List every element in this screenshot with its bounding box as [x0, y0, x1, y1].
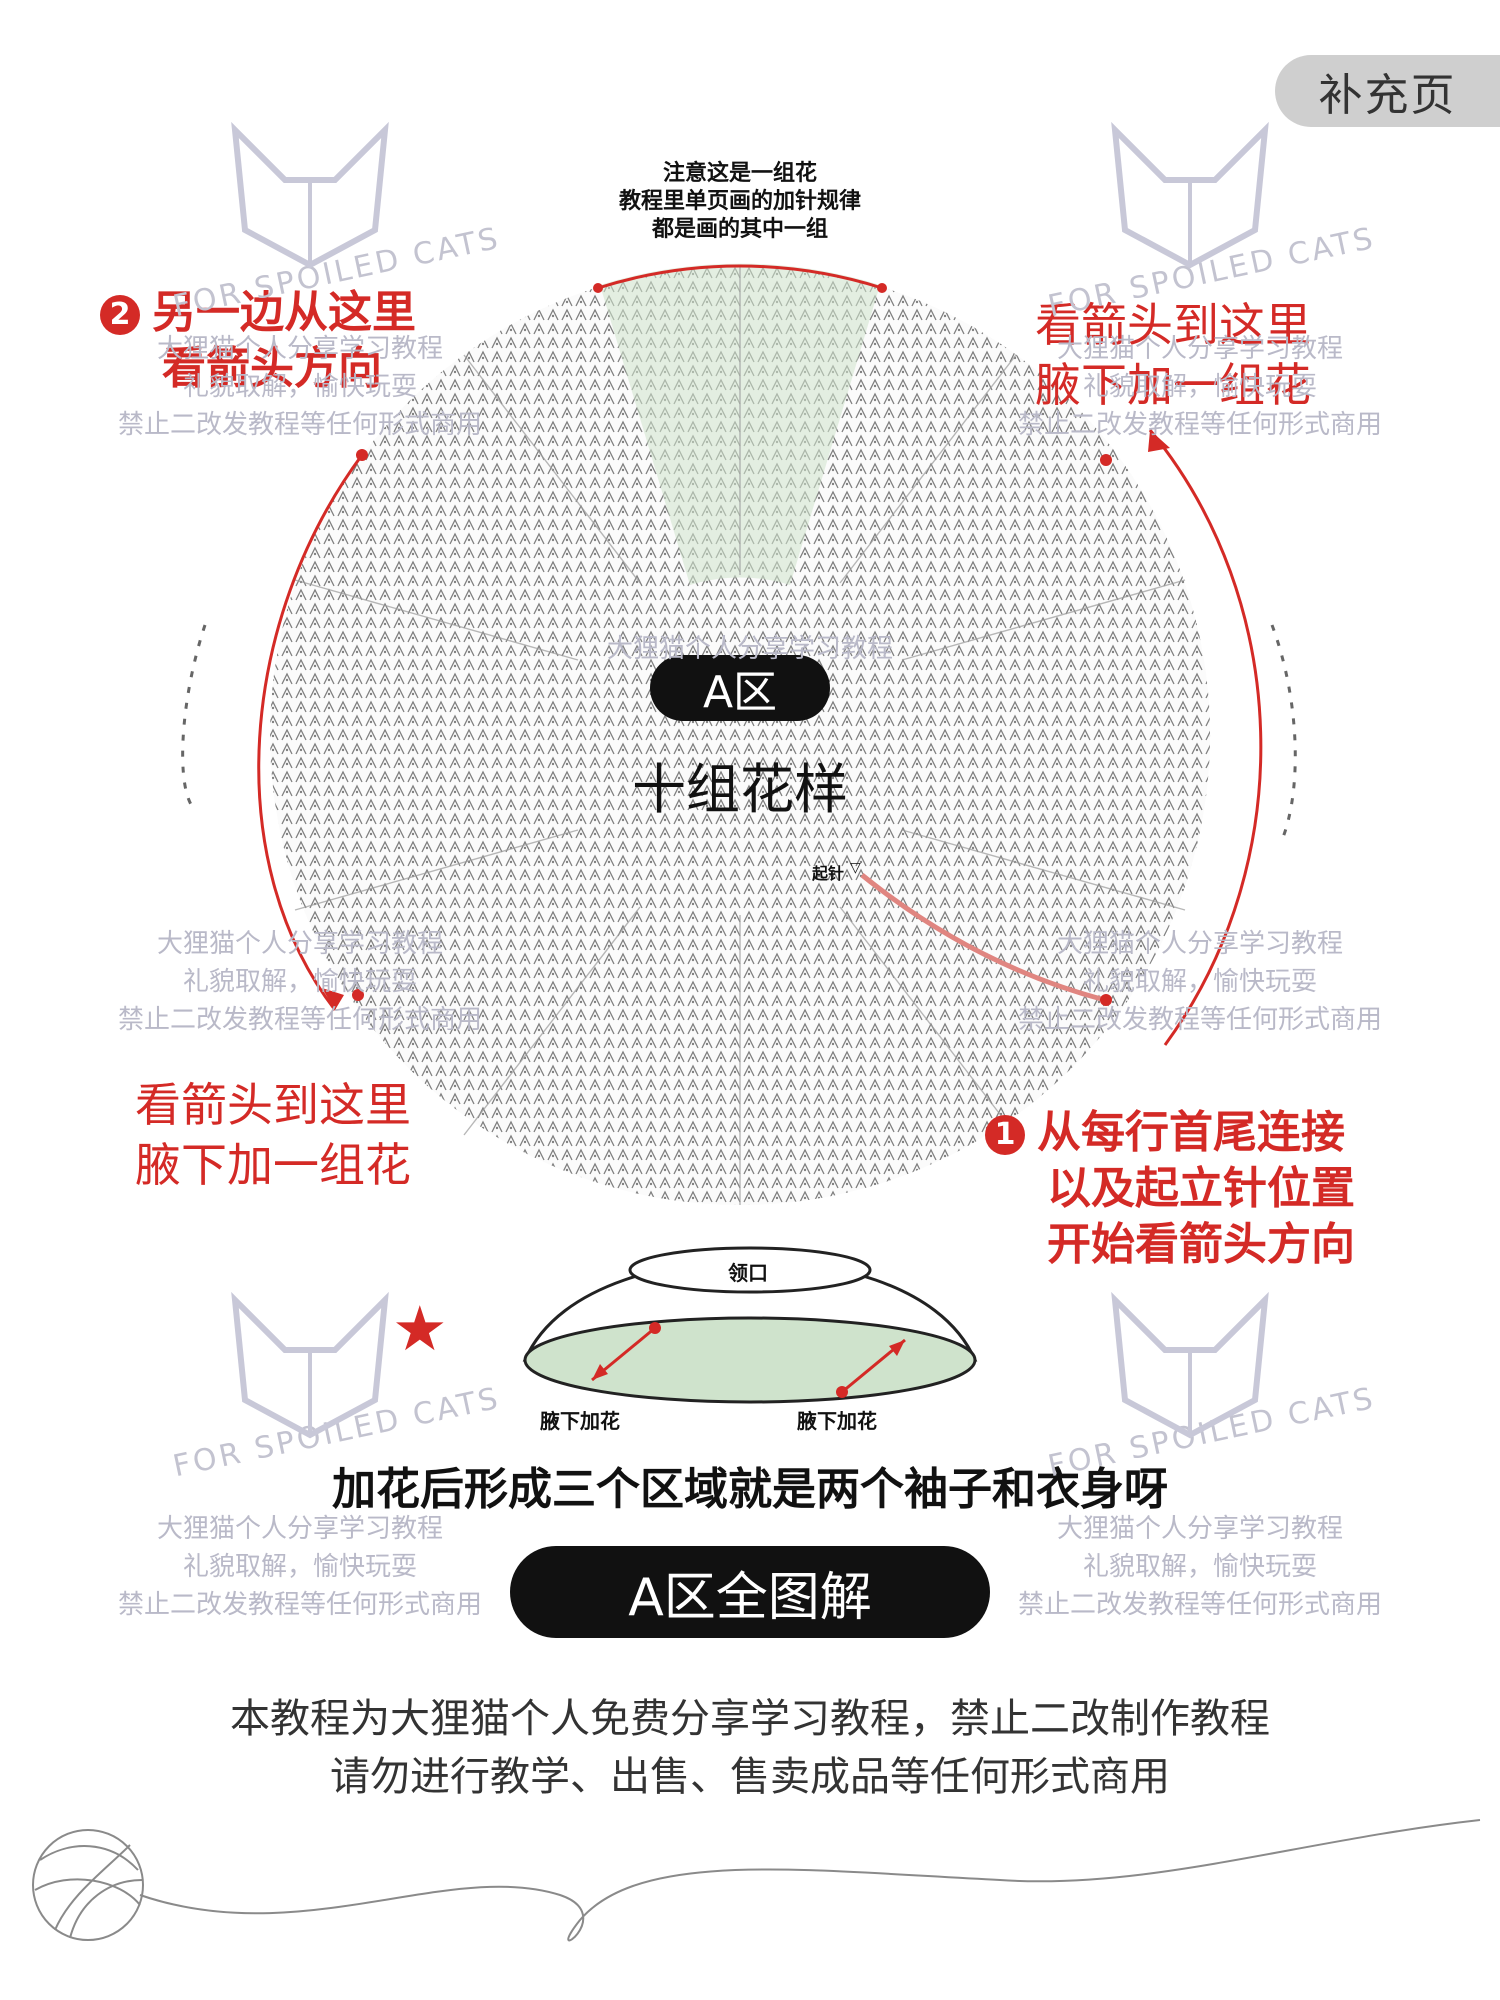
- watermark-line: 礼貌取解，愉快玩耍: [182, 1552, 417, 1582]
- cat-logo-icon: [231, 121, 389, 269]
- lower-right-instruction-line-2: 以及起立针位置: [1047, 1163, 1355, 1214]
- lower-right-instruction: 1 从每行首尾连接 以及起立针位置 开始看箭头方向: [985, 1105, 1355, 1273]
- watermark-top-left: 大狸猫个人分享学习教程 礼貌取解，愉快玩耍 禁止二改发教程等任何形式商用: [90, 330, 510, 444]
- watermark-line: 禁止二改发教程等任何形式商用: [117, 1590, 482, 1620]
- watermark-mid-left: 大狸猫个人分享学习教程 礼貌取解，愉快玩耍 禁止二改发教程等任何形式商用: [90, 925, 510, 1039]
- watermark-line: 禁止二改发教程等任何形式商用: [1017, 410, 1382, 440]
- lower-left-instruction: 看箭头到这里 腋下加一组花: [135, 1075, 411, 1195]
- lower-left-instruction-line-2: 腋下加一组花: [135, 1138, 411, 1192]
- footer-notice: 本教程为大狸猫个人免费分享学习教程，禁止二改制作教程 请勿进行教学、出售、售卖成…: [0, 1690, 1500, 1806]
- cat-logo-icon: [1111, 121, 1269, 269]
- watermark-line: 大狸猫个人分享学习教程: [156, 1514, 443, 1544]
- top-note-line-1: 注意这是一组花: [662, 161, 817, 186]
- star-icon: ★: [392, 1292, 448, 1365]
- lower-right-instruction-line-1: 从每行首尾连接: [1037, 1107, 1345, 1158]
- watermark-top-right: 大狸猫个人分享学习教程 礼貌取解，愉快玩耍 禁止二改发教程等任何形式商用: [990, 330, 1410, 444]
- start-stitch-label: 起针: [812, 864, 845, 883]
- neck-label: 领口: [728, 1261, 768, 1285]
- top-note-line-3: 都是画的其中一组: [651, 217, 828, 242]
- full-diagram-badge: A区全图解: [510, 1546, 990, 1638]
- cat-logo-icon: [231, 1291, 389, 1439]
- footer-line-2: 请勿进行教学、出售、售卖成品等任何形式商用: [330, 1754, 1170, 1800]
- lower-left-instruction-line-1: 看箭头到这里: [135, 1078, 411, 1132]
- watermark-line: 大狸猫个人分享学习教程: [1056, 334, 1343, 364]
- supplement-page-tag: 补充页: [1275, 55, 1500, 127]
- right-direction-arrow: [1148, 429, 1263, 1046]
- left-instruction-line-2: 看箭头方向: [162, 343, 382, 394]
- top-note: 注意这是一组花 教程里单页画的加针规律 都是画的其中一组: [560, 160, 920, 244]
- watermark-bottom-left: 大狸猫个人分享学习教程 礼貌取解，愉快玩耍 禁止二改发教程等任何形式商用: [90, 1510, 510, 1624]
- watermark-line: 大狸猫个人分享学习教程: [606, 634, 893, 664]
- left-instruction-line-1: 另一边从这里: [152, 287, 416, 338]
- right-instruction-line-1: 看箭头到这里: [1035, 298, 1311, 352]
- watermark-line: 礼貌取解，愉快玩耍: [1082, 1552, 1317, 1582]
- watermark-line: 禁止二改发教程等任何形式商用: [1017, 1005, 1382, 1035]
- watermark-line: 礼貌取解，愉快玩耍: [1082, 372, 1317, 402]
- pattern-count-label: 十组花样: [632, 758, 848, 821]
- top-note-line-2: 教程里单页画的加针规律: [618, 189, 861, 214]
- watermark-line: 大狸猫个人分享学习教程: [1056, 1514, 1343, 1544]
- lower-right-instruction-line-3: 开始看箭头方向: [1047, 1219, 1355, 1270]
- underarm-left-label: 腋下加花: [540, 1409, 620, 1433]
- regions-caption: 加花后形成三个区域就是两个袖子和衣身呀: [332, 1464, 1168, 1515]
- footer-line-1: 本教程为大狸猫个人免费分享学习教程，禁止二改制作教程: [230, 1696, 1270, 1742]
- cat-logo-icon: [1111, 1291, 1269, 1439]
- watermark-line: 大狸猫个人分享学习教程: [156, 334, 443, 364]
- right-instruction-line-2: 腋下加一组花: [1035, 358, 1311, 412]
- yoke-diagram: [522, 1246, 978, 1404]
- yarn-ball-icon: [32, 1819, 1481, 1942]
- step-1-badge: 1: [985, 1115, 1025, 1155]
- watermark-bottom-right: 大狸猫个人分享学习教程 礼貌取解，愉快玩耍 禁止二改发教程等任何形式商用: [990, 1510, 1410, 1624]
- left-direction-arrow: [257, 454, 364, 1011]
- left-instruction: 2 另一边从这里 看箭头方向: [100, 285, 416, 397]
- watermark-center: 大狸猫个人分享学习教程: [540, 630, 960, 668]
- watermark-line: 礼貌取解，愉快玩耍: [1082, 967, 1317, 997]
- right-instruction: 看箭头到这里 腋下加一组花: [1035, 295, 1311, 415]
- watermark-line: 禁止二改发教程等任何形式商用: [117, 410, 482, 440]
- watermark-line: 礼貌取解，愉快玩耍: [182, 372, 417, 402]
- watermark-mid-right: 大狸猫个人分享学习教程 礼貌取解，愉快玩耍 禁止二改发教程等任何形式商用: [990, 925, 1410, 1039]
- watermark-line: 大狸猫个人分享学习教程: [156, 929, 443, 959]
- watermark-line: 礼貌取解，愉快玩耍: [182, 967, 417, 997]
- start-marker-icon: ▽: [850, 860, 861, 876]
- watermark-line: 大狸猫个人分享学习教程: [1056, 929, 1343, 959]
- zone-a-badge: A区: [650, 655, 830, 721]
- watermark-line: 禁止二改发教程等任何形式商用: [117, 1005, 482, 1035]
- underarm-right-label: 腋下加花: [797, 1409, 877, 1433]
- step-2-badge: 2: [100, 295, 140, 335]
- watermark-line: 禁止二改发教程等任何形式商用: [1017, 1590, 1382, 1620]
